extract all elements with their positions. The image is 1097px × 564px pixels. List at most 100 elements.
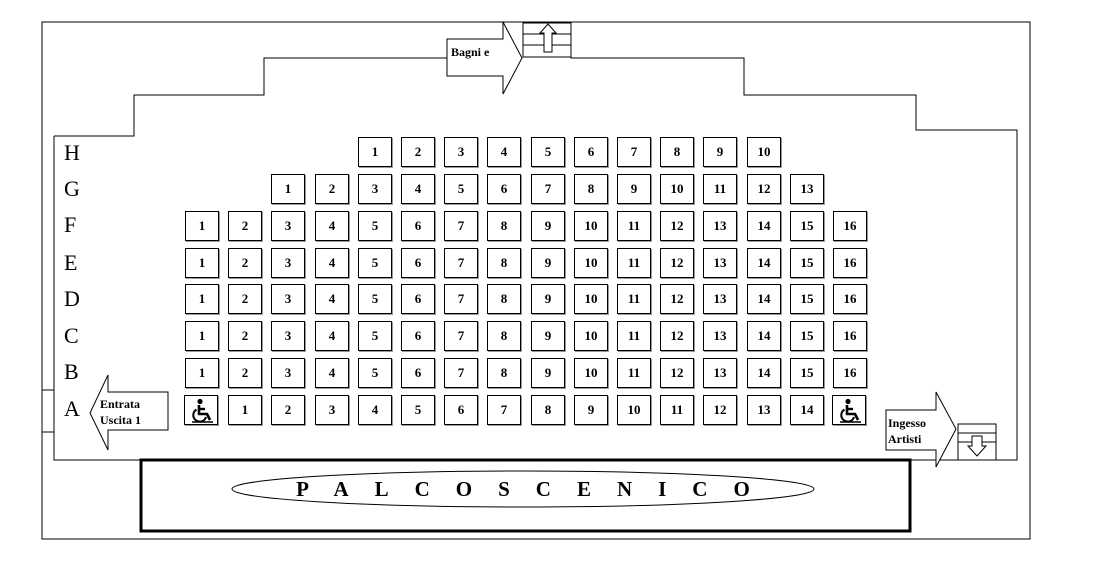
seat-d-15[interactable]: 15: [790, 284, 824, 314]
seat-h-7[interactable]: 7: [617, 137, 651, 167]
seat-e-5[interactable]: 5: [358, 248, 392, 278]
seat-d-12[interactable]: 12: [660, 284, 694, 314]
seat-h-8[interactable]: 8: [660, 137, 694, 167]
seat-b-7[interactable]: 7: [444, 358, 478, 388]
seat-f-11[interactable]: 11: [617, 211, 651, 241]
seat-g-10[interactable]: 10: [660, 174, 694, 204]
seat-e-1[interactable]: 1: [185, 248, 219, 278]
seat-c-9[interactable]: 9: [531, 321, 565, 351]
seat-g-6[interactable]: 6: [487, 174, 521, 204]
seat-f-8[interactable]: 8: [487, 211, 521, 241]
seat-e-13[interactable]: 13: [703, 248, 737, 278]
seat-b-13[interactable]: 13: [703, 358, 737, 388]
seat-f-12[interactable]: 12: [660, 211, 694, 241]
seat-e-3[interactable]: 3: [271, 248, 305, 278]
seat-a-7[interactable]: 7: [487, 395, 521, 425]
seat-e-14[interactable]: 14: [747, 248, 781, 278]
seat-d-11[interactable]: 11: [617, 284, 651, 314]
seat-c-6[interactable]: 6: [401, 321, 435, 351]
seat-e-15[interactable]: 15: [790, 248, 824, 278]
seat-f-10[interactable]: 10: [574, 211, 608, 241]
seat-a-3[interactable]: 3: [315, 395, 349, 425]
seat-b-1[interactable]: 1: [185, 358, 219, 388]
seat-a-4[interactable]: 4: [358, 395, 392, 425]
seat-d-7[interactable]: 7: [444, 284, 478, 314]
seat-c-16[interactable]: 16: [833, 321, 867, 351]
seat-e-4[interactable]: 4: [315, 248, 349, 278]
seat-e-8[interactable]: 8: [487, 248, 521, 278]
seat-f-2[interactable]: 2: [228, 211, 262, 241]
seat-h-2[interactable]: 2: [401, 137, 435, 167]
seat-d-13[interactable]: 13: [703, 284, 737, 314]
seat-c-4[interactable]: 4: [315, 321, 349, 351]
seat-e-10[interactable]: 10: [574, 248, 608, 278]
seat-c-15[interactable]: 15: [790, 321, 824, 351]
seat-h-3[interactable]: 3: [444, 137, 478, 167]
seat-g-8[interactable]: 8: [574, 174, 608, 204]
seat-f-4[interactable]: 4: [315, 211, 349, 241]
seat-h-6[interactable]: 6: [574, 137, 608, 167]
seat-f-15[interactable]: 15: [790, 211, 824, 241]
seat-b-4[interactable]: 4: [315, 358, 349, 388]
seat-b-2[interactable]: 2: [228, 358, 262, 388]
seat-c-5[interactable]: 5: [358, 321, 392, 351]
seat-c-10[interactable]: 10: [574, 321, 608, 351]
seat-b-5[interactable]: 5: [358, 358, 392, 388]
seat-h-5[interactable]: 5: [531, 137, 565, 167]
seat-h-10[interactable]: 10: [747, 137, 781, 167]
seat-g-3[interactable]: 3: [358, 174, 392, 204]
seat-a-12[interactable]: 12: [703, 395, 737, 425]
seat-a-1[interactable]: 1: [228, 395, 262, 425]
seat-a-9[interactable]: 9: [574, 395, 608, 425]
seat-c-8[interactable]: 8: [487, 321, 521, 351]
seat-d-1[interactable]: 1: [185, 284, 219, 314]
seat-e-12[interactable]: 12: [660, 248, 694, 278]
seat-a-10[interactable]: 10: [617, 395, 651, 425]
seat-c-2[interactable]: 2: [228, 321, 262, 351]
seat-h-9[interactable]: 9: [703, 137, 737, 167]
seat-a-13[interactable]: 13: [747, 395, 781, 425]
seat-f-13[interactable]: 13: [703, 211, 737, 241]
seat-b-16[interactable]: 16: [833, 358, 867, 388]
seat-a-5[interactable]: 5: [401, 395, 435, 425]
seat-g-1[interactable]: 1: [271, 174, 305, 204]
seat-f-14[interactable]: 14: [747, 211, 781, 241]
seat-e-11[interactable]: 11: [617, 248, 651, 278]
seat-b-8[interactable]: 8: [487, 358, 521, 388]
seat-b-6[interactable]: 6: [401, 358, 435, 388]
seat-c-3[interactable]: 3: [271, 321, 305, 351]
seat-d-10[interactable]: 10: [574, 284, 608, 314]
seat-c-13[interactable]: 13: [703, 321, 737, 351]
seat-b-12[interactable]: 12: [660, 358, 694, 388]
seat-f-3[interactable]: 3: [271, 211, 305, 241]
seat-f-7[interactable]: 7: [444, 211, 478, 241]
seat-a-2[interactable]: 2: [271, 395, 305, 425]
seat-f-5[interactable]: 5: [358, 211, 392, 241]
seat-b-14[interactable]: 14: [747, 358, 781, 388]
seat-g-9[interactable]: 9: [617, 174, 651, 204]
seat-g-7[interactable]: 7: [531, 174, 565, 204]
seat-b-11[interactable]: 11: [617, 358, 651, 388]
seat-a-6[interactable]: 6: [444, 395, 478, 425]
seat-c-11[interactable]: 11: [617, 321, 651, 351]
seat-d-14[interactable]: 14: [747, 284, 781, 314]
seat-c-12[interactable]: 12: [660, 321, 694, 351]
seat-g-13[interactable]: 13: [790, 174, 824, 204]
seat-b-3[interactable]: 3: [271, 358, 305, 388]
seat-g-12[interactable]: 12: [747, 174, 781, 204]
seat-c-1[interactable]: 1: [185, 321, 219, 351]
seat-d-6[interactable]: 6: [401, 284, 435, 314]
seat-d-4[interactable]: 4: [315, 284, 349, 314]
seat-d-5[interactable]: 5: [358, 284, 392, 314]
seat-d-9[interactable]: 9: [531, 284, 565, 314]
seat-e-7[interactable]: 7: [444, 248, 478, 278]
seat-a-8[interactable]: 8: [531, 395, 565, 425]
seat-f-6[interactable]: 6: [401, 211, 435, 241]
seat-h-1[interactable]: 1: [358, 137, 392, 167]
seat-g-4[interactable]: 4: [401, 174, 435, 204]
seat-f-1[interactable]: 1: [185, 211, 219, 241]
seat-f-9[interactable]: 9: [531, 211, 565, 241]
seat-b-15[interactable]: 15: [790, 358, 824, 388]
seat-d-8[interactable]: 8: [487, 284, 521, 314]
seat-b-10[interactable]: 10: [574, 358, 608, 388]
